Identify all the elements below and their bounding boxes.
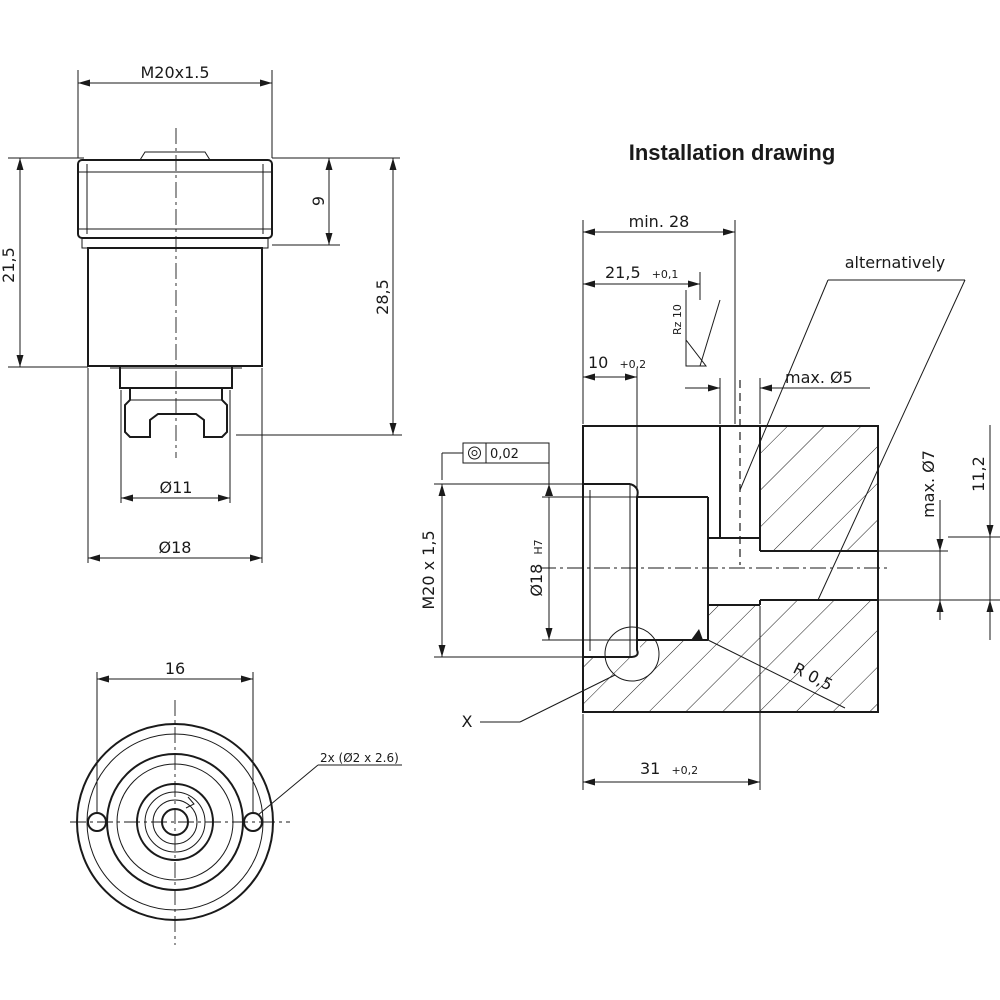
dim-counterbore-value: 10 [588, 353, 608, 372]
dim-install-thread: M20 x 1,5 [419, 530, 438, 609]
dim-counterbore-depth: 10 +0,2 [588, 353, 646, 372]
dim-counterbore-tol: +0,2 [619, 358, 646, 371]
dim-hole-spacing: 16 [165, 659, 185, 678]
dim-thread-depth-tol: +0,1 [652, 268, 679, 281]
dim-offset: 11,2 [969, 456, 988, 492]
drawing-title: Installation drawing [629, 140, 836, 165]
dim-body-diameter: Ø18 [159, 538, 192, 557]
dim-bore-diameter: Ø18 H7 [527, 539, 546, 596]
dim-thread-depth: 21,5 +0,1 [605, 263, 678, 282]
holes-note: 2x (Ø2 x 2.6) [320, 751, 399, 765]
dim-total-height: 28,5 [373, 279, 392, 315]
dim-total-length: 31 +0,2 [640, 759, 698, 778]
dim-bore-diameter-value: Ø18 [527, 564, 546, 597]
installation-section: X min. 28 21,5 +0,1 Rz 10 10 +0,2 [419, 212, 1000, 790]
concentricity-value: 0,02 [490, 447, 519, 462]
dim-bore-diameter-tol: H7 [532, 539, 545, 554]
dim-small-diameter: Ø11 [160, 478, 193, 497]
dim-max-bore-side: max. Ø7 [919, 450, 938, 518]
dim-hex-height: 9 [309, 196, 328, 206]
alternatively-label: alternatively [845, 253, 946, 272]
dim-thread: M20x1.5 [140, 63, 209, 82]
mounting-hole-left [87, 812, 107, 832]
side-view: M20x1.5 21,5 9 28,5 Ø11 Ø18 [0, 63, 402, 563]
detail-x: X [462, 712, 473, 731]
roughness-label: Rz 10 [671, 304, 684, 335]
bottom-view: 16 2x (Ø2 x 2.6) [70, 659, 402, 945]
dim-body-height: 21,5 [0, 247, 18, 283]
dim-total-length-tol: +0,2 [671, 764, 698, 777]
dim-thread-depth-value: 21,5 [605, 263, 641, 282]
mounting-hole-right [243, 812, 263, 832]
dim-max-bore-top: max. Ø5 [785, 368, 853, 387]
dim-total-length-value: 31 [640, 759, 660, 778]
dim-min-depth: min. 28 [629, 212, 690, 231]
